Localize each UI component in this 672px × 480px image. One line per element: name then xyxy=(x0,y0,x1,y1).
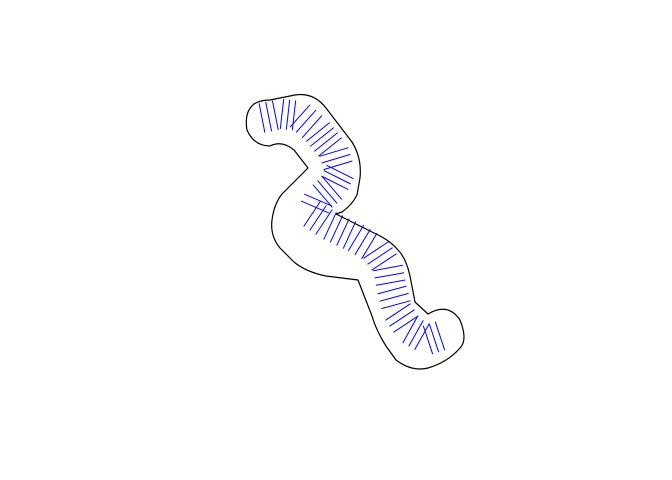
hatch-line xyxy=(363,241,389,259)
hatch-line xyxy=(371,253,397,271)
hatch-line xyxy=(291,100,297,131)
hatch-line xyxy=(305,122,331,142)
hatch-line xyxy=(271,100,279,131)
hatch-line xyxy=(319,147,349,157)
hatch-line xyxy=(408,319,424,347)
hatch-line xyxy=(367,247,393,265)
hatch-line xyxy=(373,264,403,272)
hatch-line xyxy=(289,104,311,128)
hatch-line xyxy=(326,164,354,180)
hatch-line xyxy=(321,176,343,200)
hatch-line xyxy=(428,323,440,353)
hatch-line xyxy=(265,101,273,132)
hatch-line xyxy=(321,175,349,190)
hatch-line xyxy=(317,180,338,204)
hatch-line xyxy=(279,99,285,129)
hatch-line xyxy=(393,315,419,333)
hatch-line xyxy=(389,309,415,327)
hatch-line xyxy=(361,232,378,260)
hatch-line xyxy=(309,205,327,231)
hatch-line xyxy=(385,303,411,321)
hatch-line xyxy=(342,221,357,249)
hatch-line xyxy=(323,160,353,171)
hatch-line-group xyxy=(258,99,446,355)
hatch-line xyxy=(321,153,351,164)
hatch-line xyxy=(313,132,339,152)
hatch-line xyxy=(329,215,344,243)
hatch-line xyxy=(304,193,332,207)
hatch-line xyxy=(422,325,434,355)
hatch-line xyxy=(377,285,407,295)
curved-band-outline xyxy=(245,93,465,370)
hatch-line xyxy=(354,228,371,256)
hatch-line xyxy=(374,272,405,279)
hatch-line xyxy=(309,127,335,147)
hatch-line xyxy=(323,212,337,240)
hatch-line xyxy=(258,103,266,133)
hatch-line xyxy=(317,137,343,157)
hatch-line xyxy=(295,109,317,133)
hatch-line xyxy=(301,200,329,214)
hatch-line xyxy=(375,279,406,286)
hatch-line xyxy=(402,316,418,344)
hatch-line xyxy=(315,209,333,235)
hatch-line xyxy=(347,224,365,252)
hatch-line xyxy=(336,218,350,246)
hatch-line xyxy=(379,292,409,302)
hatch-line xyxy=(312,184,333,208)
hatch-line xyxy=(285,99,291,130)
hatch-line xyxy=(301,115,323,139)
hatch-line xyxy=(323,170,351,185)
hatch-line xyxy=(303,201,321,227)
hatch-line xyxy=(434,321,446,351)
hatch-line xyxy=(414,323,430,351)
hatch-line xyxy=(381,300,411,310)
